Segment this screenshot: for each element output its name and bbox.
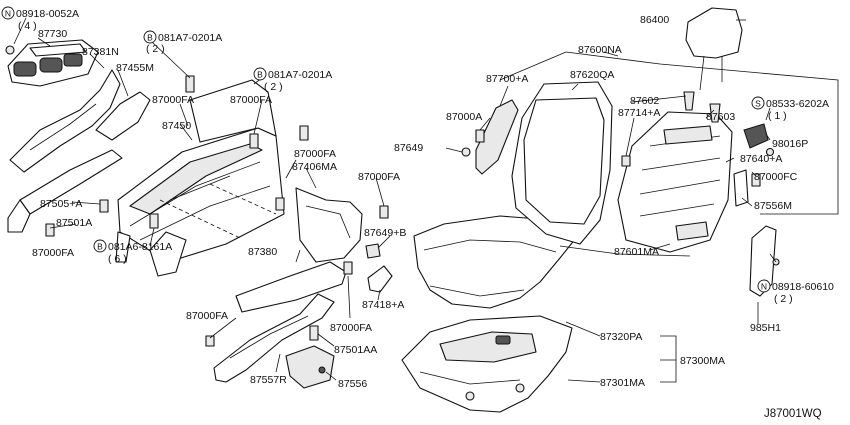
label-87730: 87730 (38, 28, 67, 40)
label-87000FA-6: 87000FA (186, 310, 228, 322)
nut-08918-0052A (5, 45, 15, 55)
label-98016P: 98016P (772, 138, 808, 150)
label-87406MA: 87406MA (292, 161, 337, 173)
circle-letter-n-1: N (1, 6, 15, 20)
label-87556: 87556 (338, 378, 367, 390)
trim-87556M (733, 169, 749, 207)
clip-87649 (461, 147, 471, 157)
label-87700A: 87700+A (486, 73, 528, 85)
seatback-frame-87601MA (617, 111, 733, 253)
switch-bezel-87730 (7, 39, 99, 87)
label-87603: 87603 (706, 111, 735, 123)
label-87300MA: 87300MA (680, 355, 725, 367)
label-87418A: 87418+A (362, 299, 404, 311)
label-qty-6: ( 6 ) (108, 253, 127, 265)
headrest-86400 (685, 7, 743, 91)
label-qty-2-c: ( 2 ) (774, 293, 793, 305)
label-87000FA-1: 87000FA (152, 94, 194, 106)
label-87640A: 87640+A (740, 153, 782, 165)
label-08918-0052A: 08918-0052A (16, 8, 79, 20)
label-985H1: 985H1 (750, 322, 781, 334)
label-87000FA-7: 87000FA (330, 322, 372, 334)
circle-letter-n-2: N (757, 279, 771, 293)
svg-text:B: B (97, 242, 103, 252)
svg-text:N: N (761, 282, 767, 292)
label-87000FA-4: 87000FA (358, 171, 400, 183)
label-87649: 87649 (394, 142, 423, 154)
finisher-87380 (235, 261, 347, 313)
label-87501A: 87501A (56, 217, 92, 229)
label-87000FA-3: 87000FA (294, 148, 336, 160)
label-081A7-0201A-a: 081A7-0201A (158, 32, 222, 44)
bolt-group-right (475, 129, 775, 187)
cap-87649B (365, 243, 381, 259)
cover-87418A (367, 265, 393, 293)
label-87380: 87380 (248, 246, 277, 258)
label-qty-2-a: ( 2 ) (146, 43, 165, 55)
label-87000FC: 87000FC (754, 171, 798, 183)
label-081A6-8161A: 081A6-8161A (108, 241, 172, 253)
label-87505A: 87505+A (40, 198, 82, 210)
seat-frame-87450 (115, 79, 285, 277)
circle-letter-b-3: B (93, 239, 107, 253)
label-87557R: 87557R (250, 374, 287, 386)
bolt-group-left (45, 75, 389, 347)
svg-text:N: N (5, 9, 11, 19)
leader-lines-right (445, 19, 777, 383)
side-cover-87381N (9, 69, 121, 173)
bracket-87556 (285, 345, 335, 389)
diagram-code: J87001WQ (764, 408, 822, 420)
label-87450: 87450 (162, 120, 191, 132)
label-08533-6202A: 08533-6202A (766, 98, 829, 110)
label-87501AA: 87501AA (334, 344, 377, 356)
label-87600NA: 87600NA (578, 44, 622, 56)
label-87714A: 87714+A (618, 107, 660, 119)
label-87320PA: 87320PA (600, 331, 642, 343)
cover-87455M (95, 91, 151, 141)
circle-letter-b-2: B (253, 67, 267, 81)
label-87649B: 87649+B (364, 227, 406, 239)
label-87000FA-5: 87000FA (32, 247, 74, 259)
circle-letter-s-1: S (751, 96, 765, 110)
label-87301MA: 87301MA (600, 377, 645, 389)
leader-lines-left (13, 17, 391, 381)
seatback-callout-frame (499, 51, 839, 257)
label-qty-4: ( 4 ) (18, 20, 37, 32)
headrest-guides (683, 91, 721, 123)
svg-text:B: B (257, 70, 263, 80)
label-87000A: 87000A (446, 111, 482, 123)
label-87620QA: 87620QA (570, 69, 614, 81)
seatback-pad-87620QA (511, 81, 613, 245)
svg-text:S: S (755, 99, 761, 109)
label-08918-60610: 08918-60610 (772, 281, 834, 293)
finisher-87505A (7, 149, 123, 233)
label-86400: 86400 (640, 14, 669, 26)
label-87381N: 87381N (82, 46, 119, 58)
label-87556M: 87556M (754, 200, 792, 212)
cover-87557R (213, 293, 335, 383)
part-labels: 08918-0052A ( 4 ) 87730 87381N 081A7-020… (16, 8, 834, 420)
label-qty-2-b: ( 2 ) (264, 81, 283, 93)
side-bolster-87700A (475, 99, 519, 175)
label-qty-1: ( 1 ) (768, 110, 787, 122)
label-87000FA-2: 87000FA (230, 94, 272, 106)
side-shield-87406MA (295, 187, 363, 263)
svg-text:B: B (147, 33, 153, 43)
label-081A7-0201A-b: 081A7-0201A (268, 69, 332, 81)
label-87601MA: 87601MA (614, 246, 659, 258)
label-87602: 87602 (630, 95, 659, 107)
cushion-pan-87301MA (401, 315, 573, 413)
airbag-985H1 (749, 225, 780, 297)
module-98016P (743, 123, 769, 149)
circle-letter-b-1: B (143, 30, 157, 44)
label-87455M: 87455M (116, 62, 154, 74)
seat-cushion-87320PA (413, 215, 577, 309)
